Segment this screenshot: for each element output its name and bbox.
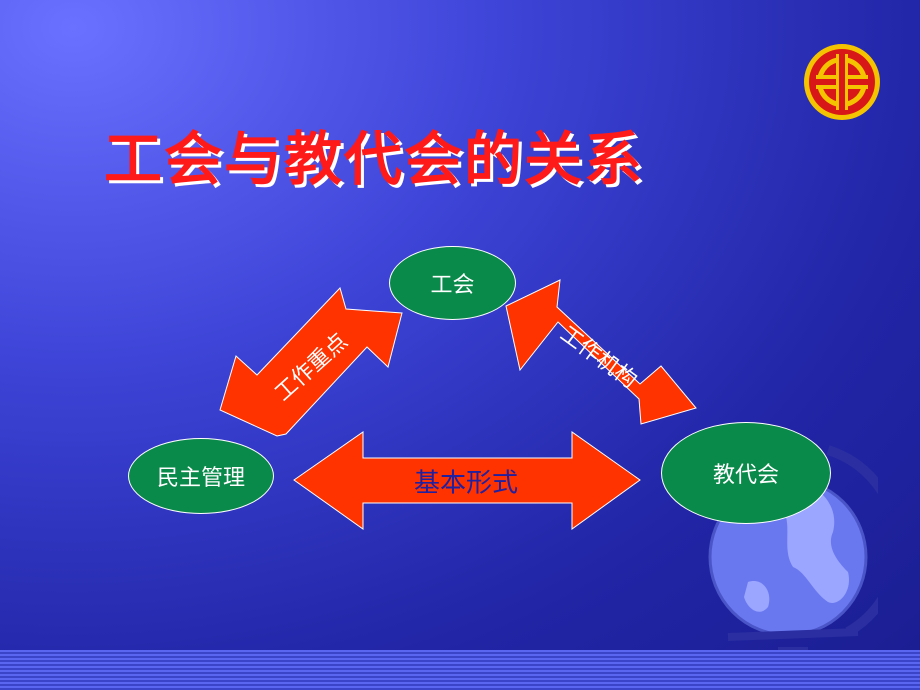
democratic-management-node-label: 民主管理 (156, 466, 245, 491)
footer-band (0, 650, 920, 690)
left-double-arrow (219, 287, 403, 437)
teachers-congress-node: 教代会 (661, 422, 831, 524)
bottom-double-arrow (293, 431, 641, 530)
right-arrow-label: 工作机构 (555, 322, 641, 394)
right-double-arrow (505, 279, 697, 425)
teachers-congress-node-label: 教代会 (712, 463, 779, 488)
bottom-arrow-label: 基本形式 (414, 469, 518, 499)
slide-title: 工会与教代会的关系 (104, 125, 645, 193)
democratic-management-node: 民主管理 (128, 438, 274, 514)
union-node-label: 工会 (430, 273, 475, 298)
union-node: 工会 (389, 246, 516, 320)
union-emblem-icon (804, 44, 880, 120)
